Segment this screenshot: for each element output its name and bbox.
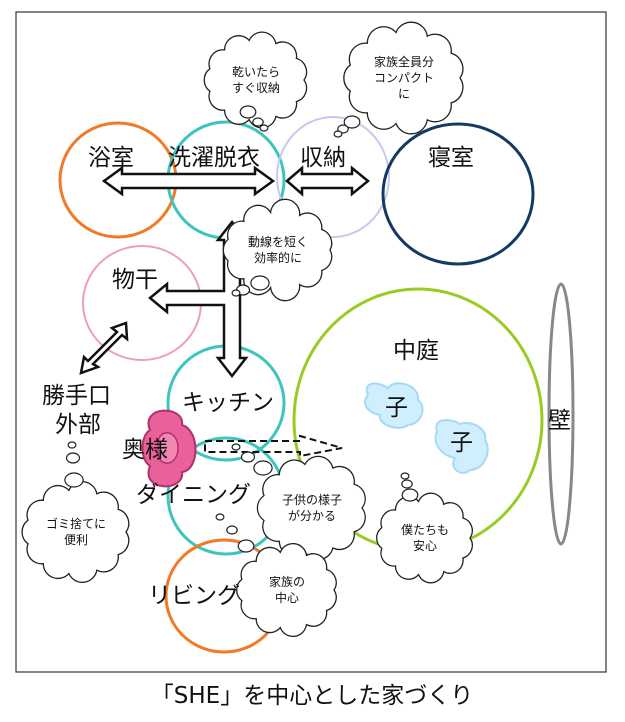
- cloud-shape: [236, 543, 337, 637]
- back-door-label: 勝手口: [42, 383, 111, 409]
- child-figure-1: [364, 382, 424, 429]
- bubble-text: ゴミ捨てに: [46, 516, 106, 531]
- thought-tail-dot: [250, 275, 270, 291]
- cloud-shape: [256, 455, 366, 561]
- bubble-text: 効率的に: [254, 250, 302, 265]
- cloud-shape: [203, 31, 308, 129]
- bubble-text: 動線を短く: [248, 234, 308, 249]
- wall-label: 壁: [548, 408, 571, 434]
- bedroom-label: 寝室: [428, 145, 474, 171]
- thought-tail-dot: [240, 451, 256, 463]
- bubble-text: すぐ収納: [232, 81, 280, 95]
- bedroom-circle: [381, 122, 535, 266]
- double-arrow-bath-storage: [101, 165, 276, 197]
- bubble-text: 家族の: [269, 574, 305, 589]
- courtyard-label: 中庭: [393, 338, 439, 364]
- bath-label: 浴室: [88, 145, 134, 171]
- thought-tail-dot: [253, 460, 273, 476]
- thought-tail-dot: [215, 513, 225, 521]
- kitchen-label: キッチン: [182, 390, 274, 416]
- cloud-shape: [376, 492, 473, 584]
- thought-tail-dot: [67, 441, 77, 449]
- child-label-2: 子: [450, 430, 473, 456]
- thought-tail-dot: [239, 105, 257, 119]
- thought-tail-dot: [333, 130, 343, 138]
- thought-tail-dot: [400, 472, 410, 480]
- thought-tail-dot: [401, 479, 413, 489]
- child-label-1: 子: [385, 395, 408, 421]
- cloud-shape: [222, 198, 333, 302]
- drying-label: 物干: [112, 267, 158, 293]
- bubble-text: コンパクト: [374, 71, 434, 85]
- storage-circle: [276, 116, 390, 238]
- outside-label: 外部: [55, 412, 101, 438]
- thought-tail-dot: [226, 525, 238, 535]
- wife-figure: [141, 409, 197, 488]
- thought-tail-dot: [259, 124, 269, 132]
- bubble-text: 中心: [275, 590, 299, 605]
- bubble-text: に: [398, 87, 410, 101]
- caption: 「SHE」を中心とした家づくり: [151, 683, 473, 709]
- thought-tail-dot: [252, 117, 264, 127]
- bubble-text: が分かる: [288, 508, 336, 523]
- thought-tail-dot: [65, 452, 81, 464]
- double-arrow-drying-backdoor: [79, 321, 129, 375]
- thought-tail-dot: [343, 115, 361, 129]
- bubble-text: 家族全員分: [374, 54, 434, 69]
- arrow-laundry-kitchen-drying: [148, 219, 249, 379]
- dashed-arrow-wife-to-kids: [204, 434, 343, 458]
- laundry-label: 洗濯脱衣: [168, 145, 260, 171]
- thought-tail-dot: [64, 472, 84, 488]
- cloud-shape: [343, 21, 464, 135]
- storage-label: 収納: [300, 145, 346, 171]
- dining-label: ダイニング: [136, 482, 251, 508]
- child-figure-2: [434, 419, 489, 474]
- cloud-shape: [21, 481, 130, 583]
- wall-ellipse: [547, 282, 575, 546]
- bubble-text: 安心: [413, 538, 437, 553]
- bubble-text: 僕たちも: [401, 523, 449, 537]
- bubble-text: 子供の様子: [282, 493, 342, 507]
- thought-tail-dot: [231, 443, 241, 451]
- double-arrow-storage-bedroom: [285, 165, 370, 197]
- wife-label: 奥様: [122, 437, 168, 463]
- thought-tail-dot: [401, 488, 419, 502]
- living-label: リビング: [148, 583, 240, 609]
- thought-tail-dot: [231, 289, 241, 297]
- bubble-text: 便利: [64, 533, 88, 547]
- thought-tail-dot: [237, 539, 255, 553]
- bubble-text: 乾いたら: [232, 65, 280, 79]
